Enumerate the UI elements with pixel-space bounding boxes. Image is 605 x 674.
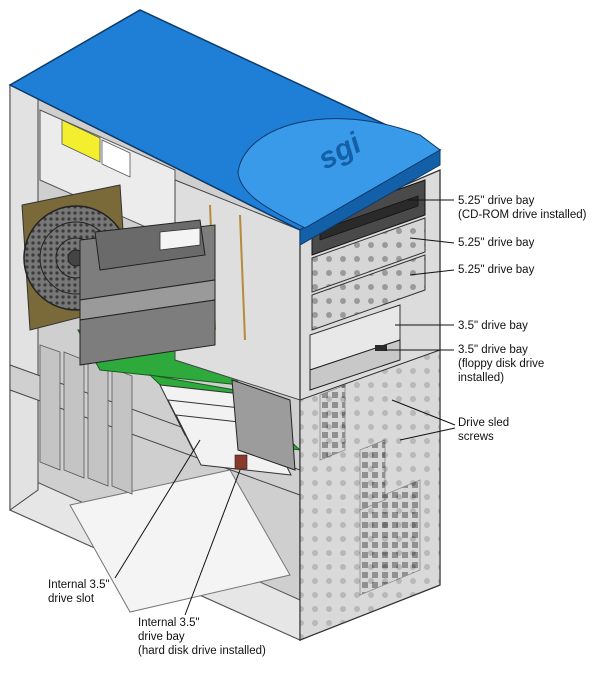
stacked-drives [79, 219, 216, 366]
chassis-floor-cutout [69, 469, 291, 613]
callout-sled-screws-line2: screws [458, 431, 494, 443]
callout-floppy-bay: 3.5" drive bay (floppy disk drive instal… [458, 343, 544, 385]
callout-floppy-bay-line1: 3.5" drive bay [458, 344, 528, 356]
callout-internal-slot-line2: drive slot [48, 593, 95, 605]
callout-internal-bay-line3: (hard disk drive installed) [138, 645, 266, 657]
callout-bay-525-a-line1: 5.25" drive bay [458, 237, 535, 249]
internal-hard-drive [231, 379, 296, 471]
callout-internal-slot: Internal 3.5" drive slot [48, 578, 110, 606]
top-cover-logo-swoosh [237, 118, 441, 229]
front-lower-panel [299, 349, 441, 641]
callout-bay-525-b-line1: 5.25" drive bay [458, 264, 535, 276]
callout-sled-screws-line1: Drive sled [458, 417, 510, 429]
floppy-drive [309, 339, 401, 391]
power-supply-sticker-yellow [61, 119, 101, 163]
callout-internal-bay-line1: Internal 3.5" [138, 617, 200, 629]
power-supply-sticker-white [101, 139, 131, 178]
callout-bay-35-line1: 3.5" drive bay [458, 320, 528, 332]
callout-internal-bay: Internal 3.5" drive bay (hard disk drive… [138, 616, 266, 658]
cdrom-tray [319, 195, 419, 241]
bay-525-cover-a [311, 217, 426, 293]
callout-bay-35: 3.5" drive bay [458, 319, 528, 333]
callout-bay-525-b: 5.25" drive bay [458, 263, 534, 277]
callout-sled-screws: Drive sled screws [458, 416, 509, 444]
callout-leader-lines [114, 199, 456, 616]
callout-bay-525-a: 5.25" drive bay [458, 236, 534, 250]
callout-internal-slot-line1: Internal 3.5" [48, 579, 110, 591]
callout-internal-bay-line2: drive bay [138, 631, 185, 643]
callout-cdrom-bay: 5.25" drive bay (CD-ROM drive installed) [458, 194, 586, 222]
callout-floppy-bay-line3: installed) [458, 372, 505, 384]
callout-floppy-bay-line2: (floppy disk drive [458, 358, 545, 370]
callout-cdrom-bay-line2: (CD-ROM drive installed) [458, 209, 587, 221]
expansion-slot-covers [39, 344, 133, 495]
bay-525-cover-b [311, 254, 426, 331]
callout-cdrom-bay-line1: 5.25" drive bay [458, 195, 535, 207]
